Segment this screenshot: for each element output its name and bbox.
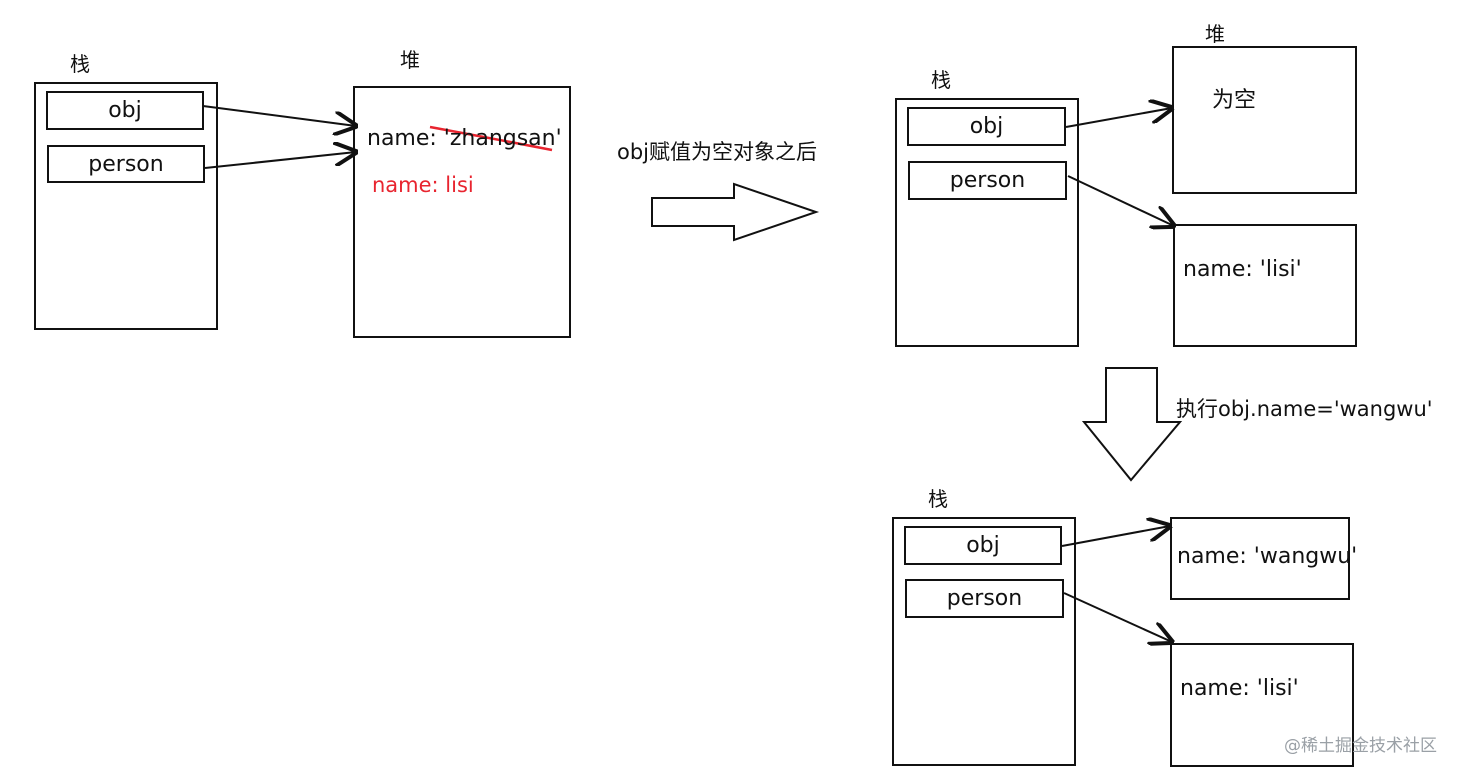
obj-label: obj	[108, 98, 142, 123]
stack-box-2	[895, 98, 1079, 347]
heap-name-lisi: name: lisi	[372, 173, 474, 197]
person-label-2: person	[949, 168, 1026, 193]
heap-box: name: 'zhangsan' name: lisi	[353, 86, 571, 338]
obj-label-3: obj	[966, 533, 1000, 558]
heap-empty-box: 为空	[1172, 46, 1357, 194]
step-assign-empty: obj赋值为空对象之后	[617, 140, 818, 164]
stack-label-2: 栈	[931, 68, 951, 92]
stack-label-3: 栈	[928, 487, 948, 511]
watermark: @稀土掘金技术社区	[1284, 736, 1437, 756]
arrow-person-to-lisi	[1067, 175, 1174, 226]
heap-name-zhangsan: name: 'zhangsan'	[367, 126, 562, 151]
person-slot-3: person	[905, 579, 1064, 618]
stack-box	[34, 82, 218, 330]
person-slot-2: person	[908, 161, 1067, 200]
stack-box-3	[892, 517, 1076, 766]
heap-wangwu-box: name: 'wangwu'	[1170, 517, 1357, 600]
strike-zhangsan	[429, 125, 553, 152]
stack-label: 栈	[70, 52, 90, 76]
heap-lisi-label: name: 'lisi'	[1183, 257, 1302, 282]
person-label: person	[88, 151, 164, 177]
arrow-person-to-lisi-2	[1063, 592, 1172, 642]
step-set-name: 执行obj.name='wangwu'	[1176, 397, 1433, 421]
transition-arrow-right	[651, 182, 820, 242]
arrow-obj-to-heap	[202, 105, 356, 126]
obj-slot-3: obj	[904, 526, 1062, 565]
arrow-obj-to-wangwu	[1061, 526, 1170, 547]
person-label-3: person	[946, 586, 1023, 611]
heap-label: 堆	[400, 48, 420, 72]
arrow-person-to-heap	[204, 152, 356, 169]
obj-slot-2: obj	[907, 107, 1066, 146]
heap-label-2: 堆	[1205, 22, 1225, 46]
heap-wangwu-label: name: 'wangwu'	[1177, 544, 1358, 569]
heap-lisi-box: name: 'lisi'	[1173, 224, 1357, 347]
arrow-obj-to-empty	[1065, 108, 1172, 128]
heap-lisi-box-2: name: 'lisi'	[1170, 643, 1354, 767]
transition-arrow-down	[1081, 367, 1183, 482]
obj-label-2: obj	[969, 114, 1004, 139]
heap-lisi-label-2: name: 'lisi'	[1180, 676, 1299, 701]
heap-empty-label: 为空	[1212, 88, 1257, 113]
person-slot: person	[47, 145, 205, 183]
obj-slot: obj	[46, 91, 204, 130]
